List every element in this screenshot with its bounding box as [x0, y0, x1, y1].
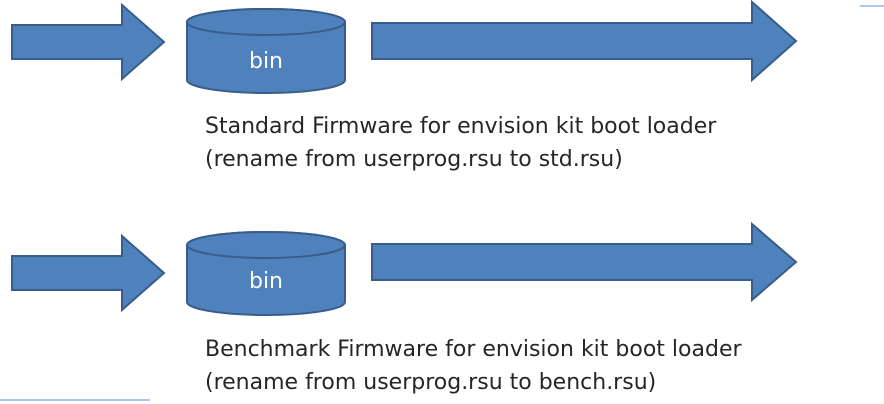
firmware-row-standard: bin — [11, 0, 798, 94]
bin-disk-standard: bin — [186, 8, 346, 94]
disk-label-benchmark: bin — [249, 269, 283, 294]
disk-label-standard: bin — [249, 49, 283, 74]
disk-top-benchmark — [186, 231, 346, 259]
firmware-row-benchmark: bin — [11, 221, 798, 316]
standard-firmware-title: Standard Firmware for envision kit boot … — [205, 114, 717, 139]
benchmark-firmware-caption: Benchmark Firmware for envision kit boot… — [205, 333, 875, 399]
output-arrow-standard — [371, 0, 798, 83]
output-arrow-benchmark — [371, 221, 798, 303]
standard-firmware-note: (rename from userprog.rsu to std.rsu) — [205, 147, 623, 172]
bin-disk-benchmark: bin — [186, 231, 346, 316]
benchmark-firmware-title: Benchmark Firmware for envision kit boot… — [205, 337, 742, 362]
disk-top-standard — [186, 8, 346, 36]
input-arrow-benchmark — [11, 233, 166, 313]
input-arrow-standard — [11, 2, 166, 82]
standard-firmware-caption: Standard Firmware for envision kit boot … — [205, 110, 875, 176]
benchmark-firmware-note: (rename from userprog.rsu to bench.rsu) — [205, 370, 657, 395]
